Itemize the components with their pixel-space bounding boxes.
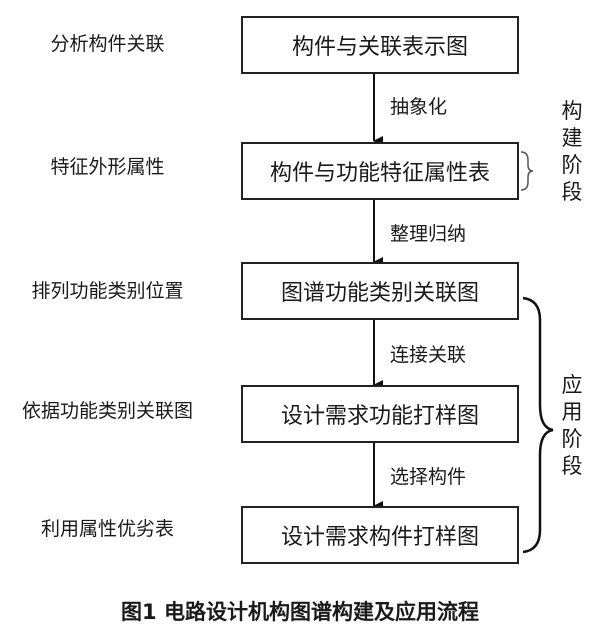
construction-stage-char: 建 [561, 126, 583, 150]
step-5-left-label: 利用属性优劣表 [40, 518, 174, 540]
step-5-box: 设计需求构件打样图 [241, 506, 519, 564]
application-stage-label: 应 用 阶 段 [560, 372, 584, 480]
step-4-left-label: 依据功能类别关联图 [21, 400, 193, 422]
application-stage-char: 阶 [561, 427, 583, 451]
step-3-box: 图谱功能类别关联图 [241, 262, 519, 320]
step-2-box: 构件与功能特征属性表 [241, 142, 519, 200]
construction-stage-char: 段 [561, 180, 583, 204]
arrow-1-label: 抽象化 [390, 96, 448, 118]
step-4-box: 设计需求功能打样图 [241, 385, 519, 443]
construction-stage-char: 阶 [561, 153, 583, 177]
step-1-left-label: 分析构件关联 [50, 33, 165, 55]
construction-stage-label: 构 建 阶 段 [560, 98, 584, 206]
arrow-3-label: 连接关联 [390, 344, 467, 366]
construction-brace [520, 151, 534, 191]
step-1-box: 构件与关联表示图 [241, 16, 519, 74]
figure-caption: 图1 电路设计机构图谱构建及应用流程 [121, 600, 479, 624]
application-brace [522, 296, 554, 554]
arrow-2-label: 整理归纳 [390, 223, 467, 245]
arrow-4-label: 选择构件 [390, 466, 467, 488]
step-3-left-label: 排列功能类别位置 [31, 280, 184, 302]
construction-stage-char: 构 [561, 99, 583, 123]
application-stage-char: 段 [561, 454, 583, 478]
application-stage-char: 应 [561, 373, 583, 397]
application-stage-char: 用 [561, 400, 583, 424]
step-2-left-label: 特征外形属性 [50, 156, 165, 178]
